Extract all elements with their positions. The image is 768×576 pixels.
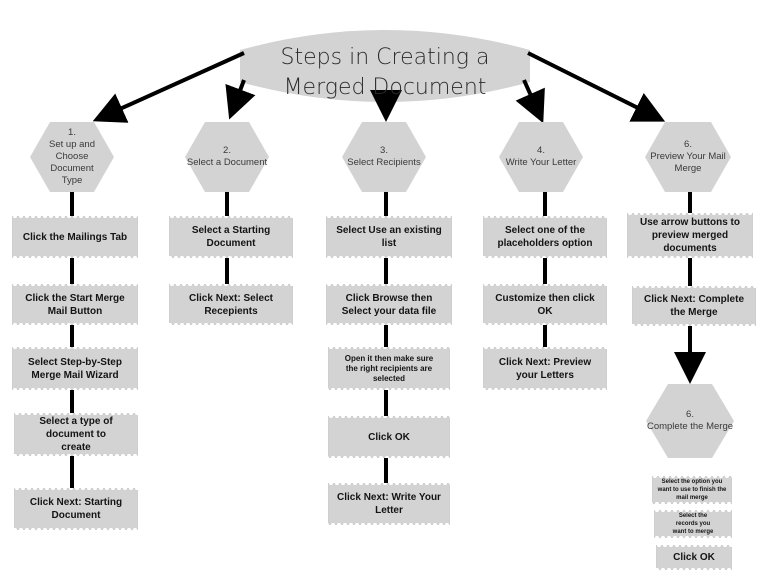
hex-label-col3: 3. Select Recipients — [347, 145, 421, 168]
hex-col4 — [499, 122, 583, 192]
step-box: Select one of the placeholders option — [497, 225, 593, 249]
hex-label-col1: 1. Set up and Choose Document Type — [49, 127, 95, 186]
hex-col1 — [30, 122, 114, 192]
step-box: Click OK — [368, 431, 410, 443]
step-box: Click the Start Merge Mail Button — [25, 292, 125, 317]
step-box: Select Step-by-Step Merge Mail Wizard — [28, 356, 122, 381]
step-box: Select the option you want to use to fin… — [657, 479, 727, 501]
hex-col3 — [342, 122, 426, 192]
step-box: Select Use an existing list — [336, 225, 442, 249]
step-box: Click Next: Write Your Letter — [337, 492, 441, 516]
hex-col2 — [185, 122, 269, 192]
hex-final — [646, 384, 734, 458]
step-box: Customize then click OK — [495, 292, 595, 317]
step-box: Select a Starting Document — [191, 225, 271, 249]
step-box: Click Next: Complete the Merge — [643, 294, 745, 318]
hex-label-col4: 4. Write Your Letter — [505, 145, 577, 168]
arrow-to-col1 — [92, 51, 245, 123]
step-box: Click Browse then Select your data file — [341, 292, 437, 317]
step-box: Click OK — [673, 552, 715, 563]
step-box: Use arrow buttons to preview merged docu… — [639, 217, 740, 254]
hex-label-final: 6. Complete the Merge — [646, 409, 734, 432]
arrow-to-col4 — [515, 79, 545, 124]
step-box: Select the records you want to merge — [672, 513, 714, 535]
diagram-title: Steps in Creating a Merged Document — [280, 45, 490, 100]
step-box: Select a type of document to create — [39, 416, 113, 453]
hex-label-col2: 2. Select a Document — [186, 145, 268, 168]
step-box: Click the Mailings Tab — [22, 231, 128, 243]
hex-col5 — [645, 122, 731, 192]
step-box: Click Next: Select Recepients — [189, 292, 273, 317]
step-box: Click Next: Starting Document — [29, 497, 123, 521]
arrow-to-col2 — [225, 79, 256, 120]
step-box: Click Next: Preview your Letters — [498, 356, 592, 381]
arrow-to-col5 — [527, 51, 666, 122]
step-box: Open it then make sure the right recipie… — [344, 353, 434, 383]
title-shape — [240, 30, 530, 102]
hex-label-col5: 6. Preview Your Mail Merge — [650, 139, 726, 174]
